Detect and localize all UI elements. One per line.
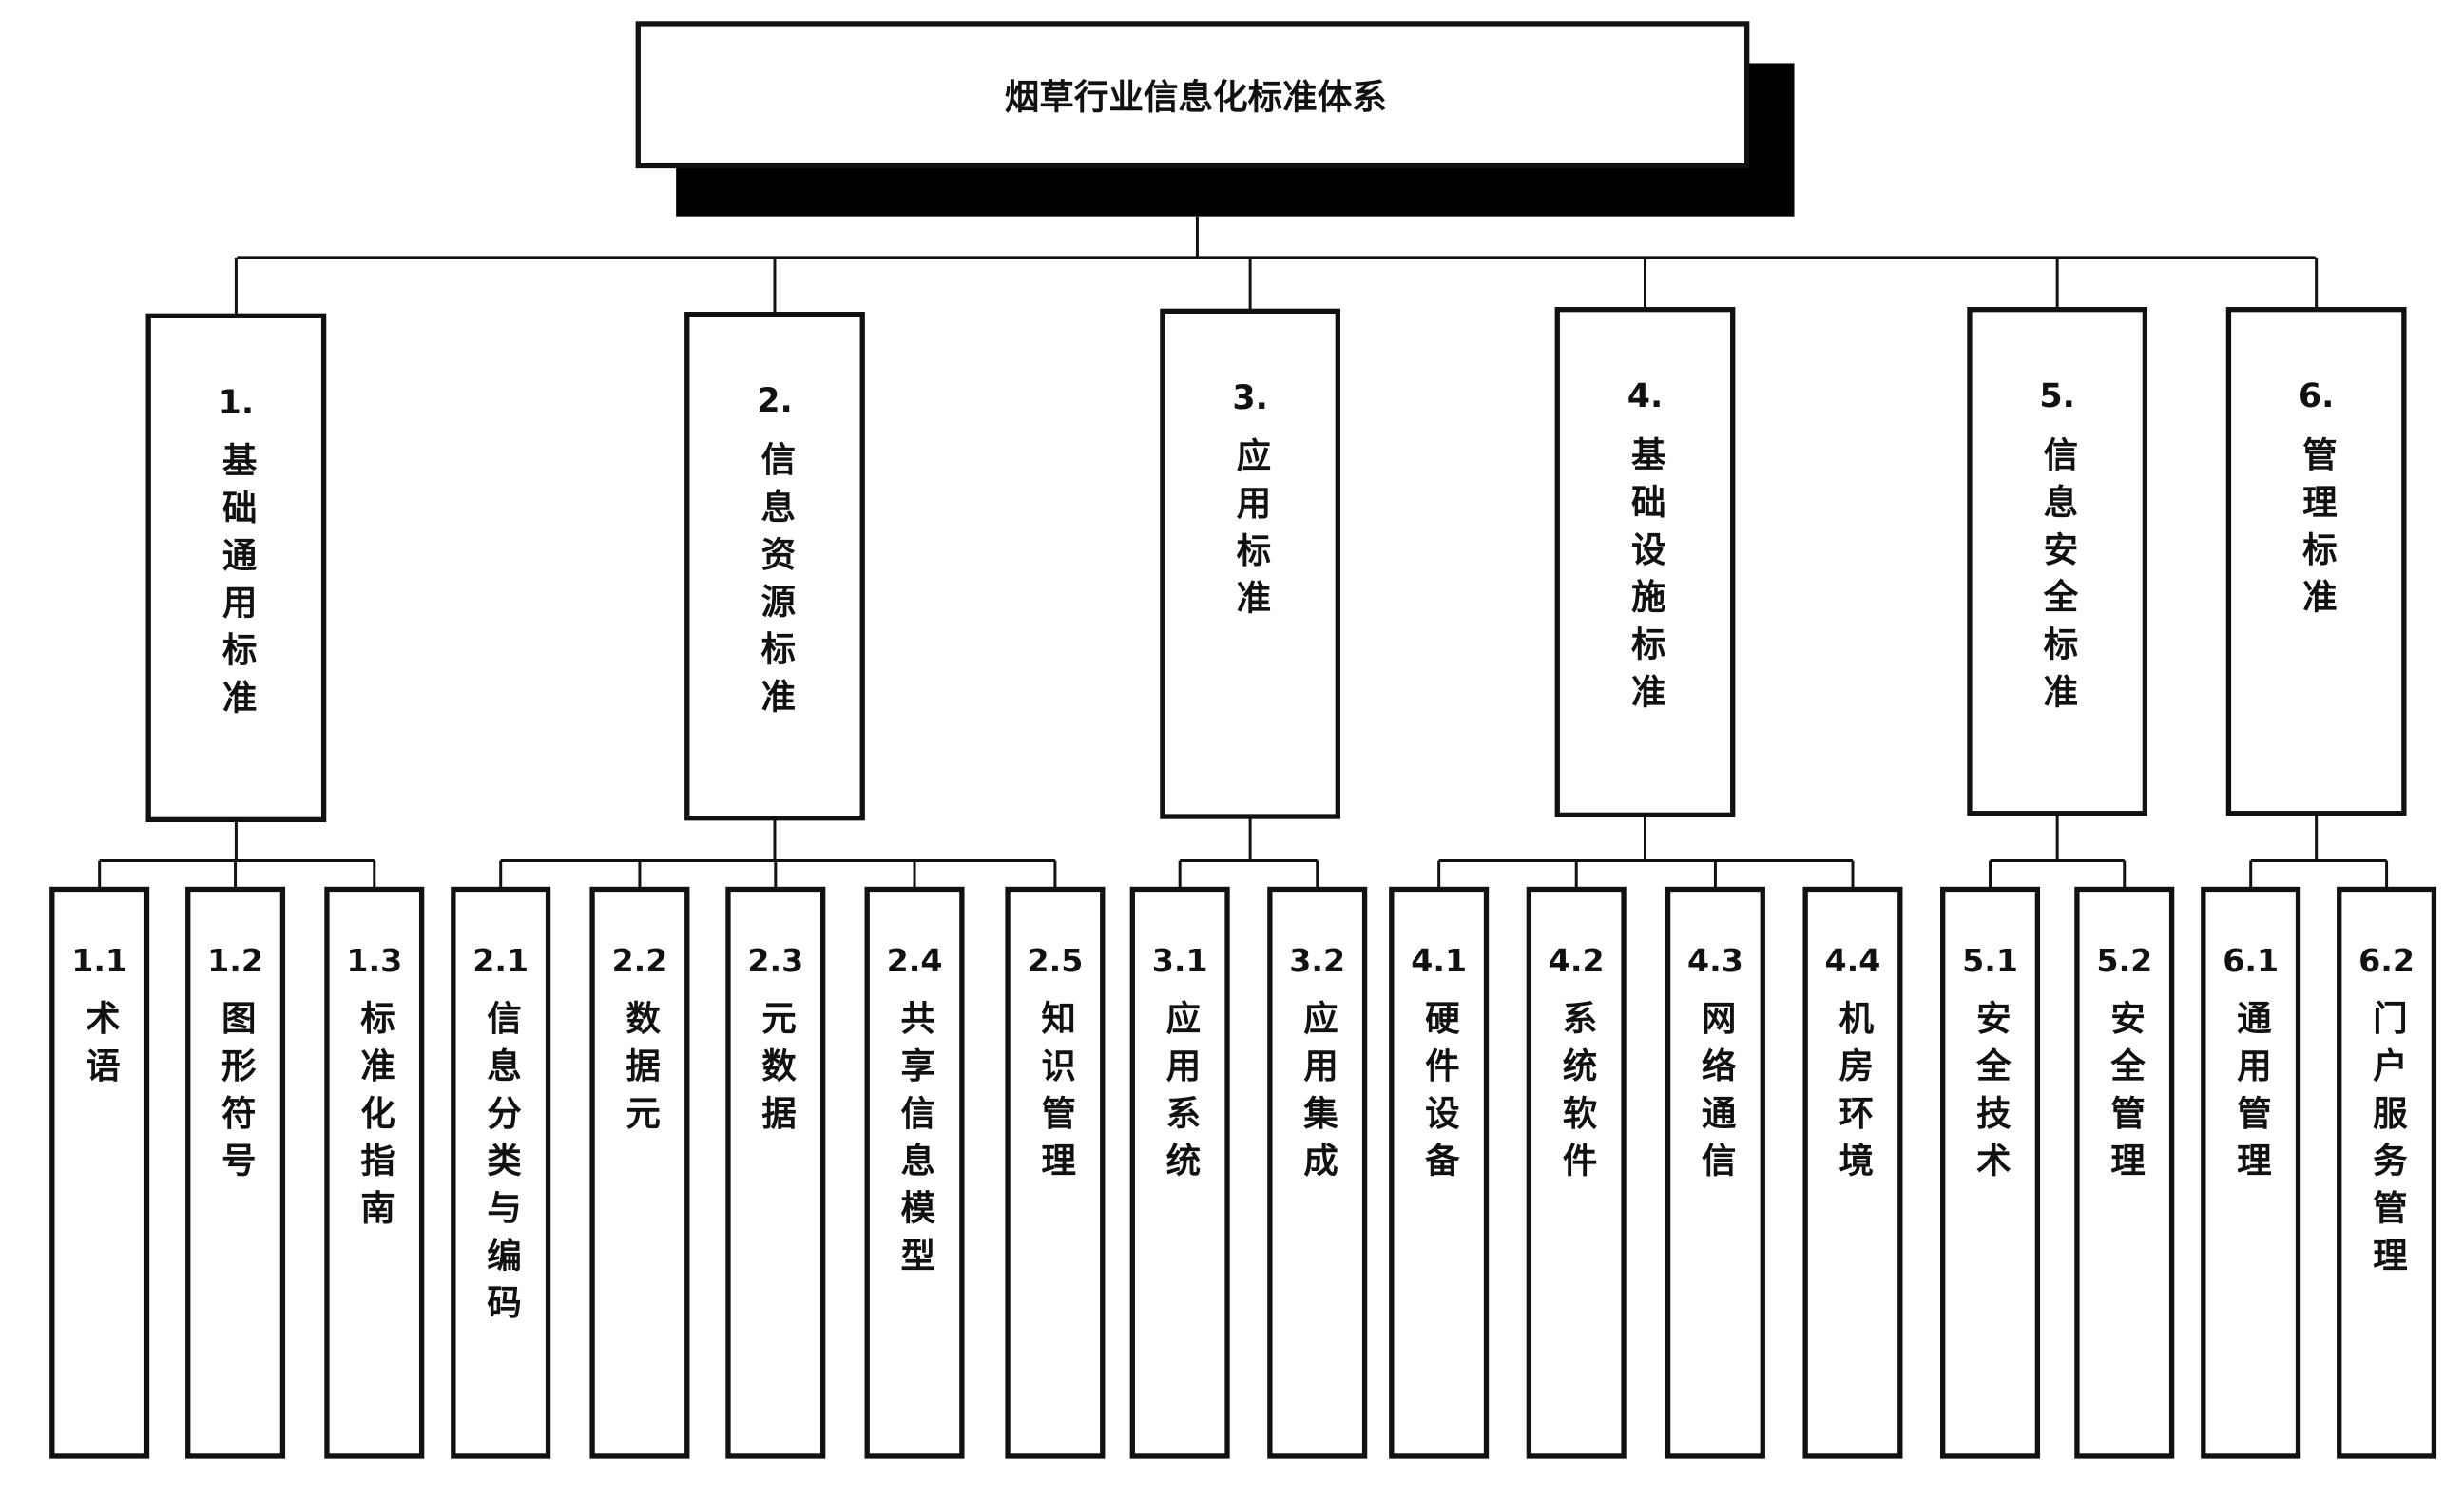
subcategory-number: 4.3 — [1686, 941, 1743, 979]
subcategory-box-2.4 — [864, 886, 965, 1459]
subcategory-box-2.1 — [451, 886, 551, 1459]
subcategory-name: 应用系统 — [1160, 999, 1202, 1190]
subcategory-number: 5.2 — [2096, 941, 2153, 979]
subcategory-box-1.1 — [49, 886, 150, 1459]
subcategory-name: 术语 — [79, 999, 121, 1095]
category-number: 5. — [2039, 377, 2075, 416]
subcategory-name: 标准化指南 — [355, 999, 396, 1237]
subcategory-box-4.3 — [1665, 886, 1765, 1459]
subcategory-name: 应用集成 — [1297, 999, 1338, 1190]
subcategory-number: 1.2 — [207, 941, 263, 979]
category-name: 信息安全标准 — [2037, 435, 2079, 720]
subcategory-box-1.2 — [185, 886, 286, 1459]
subcategory-number: 1.3 — [346, 941, 403, 979]
subcategory-number: 3.2 — [1289, 941, 1346, 979]
subcategory-box-6.2 — [2337, 886, 2437, 1459]
subcategory-name: 共享信息模型 — [895, 999, 936, 1284]
subcategory-name: 图形符号 — [215, 999, 257, 1190]
category-number: 3. — [1232, 379, 1268, 418]
subcategory-number: 4.1 — [1411, 941, 1468, 979]
subcategory-number: 2.1 — [472, 941, 529, 979]
category-number: 6. — [2298, 377, 2335, 416]
subcategory-number: 5.1 — [1962, 941, 2018, 979]
category-name: 管理标准 — [2296, 435, 2338, 625]
category-name: 应用标准 — [1230, 437, 1272, 627]
subcategory-box-4.2 — [1526, 886, 1627, 1459]
category-number: 1. — [218, 384, 255, 423]
subcategory-number: 4.2 — [1548, 941, 1605, 979]
root-box — [635, 21, 1750, 169]
subcategory-number: 2.5 — [1027, 941, 1084, 979]
subcategory-number: 2.4 — [886, 941, 943, 979]
subcategory-name: 信息分类与编码 — [480, 999, 522, 1332]
subcategory-name: 硬件设备 — [1418, 999, 1460, 1190]
subcategory-box-2.5 — [1005, 886, 1106, 1459]
subcategory-name: 门户服务管理 — [2366, 999, 2408, 1284]
subcategory-number: 1.1 — [71, 941, 128, 979]
category-number: 2. — [757, 382, 793, 421]
category-box-4 — [1554, 307, 1736, 818]
subcategory-name: 安全管理 — [2105, 999, 2146, 1190]
subcategory-box-5.1 — [1940, 886, 2041, 1459]
category-box-6 — [2225, 307, 2407, 816]
subcategory-number: 4.4 — [1824, 941, 1881, 979]
subcategory-name: 数据元 — [620, 999, 662, 1143]
subcategory-box-2.3 — [725, 886, 826, 1459]
subcategory-name: 网络通信 — [1695, 999, 1737, 1190]
subcategory-number: 2.2 — [611, 941, 668, 979]
category-name: 基础通用标准 — [216, 442, 258, 727]
category-box-5 — [1967, 307, 2148, 816]
category-box-3 — [1160, 308, 1340, 819]
root-title: 烟草行业信息化标准体系 — [1005, 77, 1387, 118]
subcategory-box-6.1 — [2201, 886, 2301, 1459]
subcategory-box-4.1 — [1389, 886, 1490, 1459]
subcategory-box-3.1 — [1129, 886, 1230, 1459]
subcategory-name: 系统软件 — [1556, 999, 1598, 1190]
subcategory-box-1.3 — [324, 886, 425, 1459]
subcategory-number: 6.2 — [2358, 941, 2416, 979]
subcategory-box-2.2 — [589, 886, 690, 1459]
subcategory-name: 知识管理 — [1035, 999, 1077, 1190]
subcategory-name: 元数据 — [756, 999, 798, 1143]
category-name: 信息资源标准 — [755, 440, 797, 725]
subcategory-name: 通用管理 — [2230, 999, 2272, 1190]
subcategory-box-4.4 — [1802, 886, 1903, 1459]
subcategory-number: 6.1 — [2223, 941, 2280, 979]
subcategory-name: 机房环境 — [1833, 999, 1875, 1190]
subcategory-name: 安全技术 — [1970, 999, 2012, 1190]
category-number: 4. — [1627, 377, 1664, 416]
subcategory-number: 3.1 — [1151, 941, 1208, 979]
subcategory-box-5.2 — [2074, 886, 2175, 1459]
subcategory-number: 2.3 — [747, 941, 804, 979]
subcategory-box-3.2 — [1267, 886, 1368, 1459]
category-name: 基础设施标准 — [1625, 435, 1666, 720]
